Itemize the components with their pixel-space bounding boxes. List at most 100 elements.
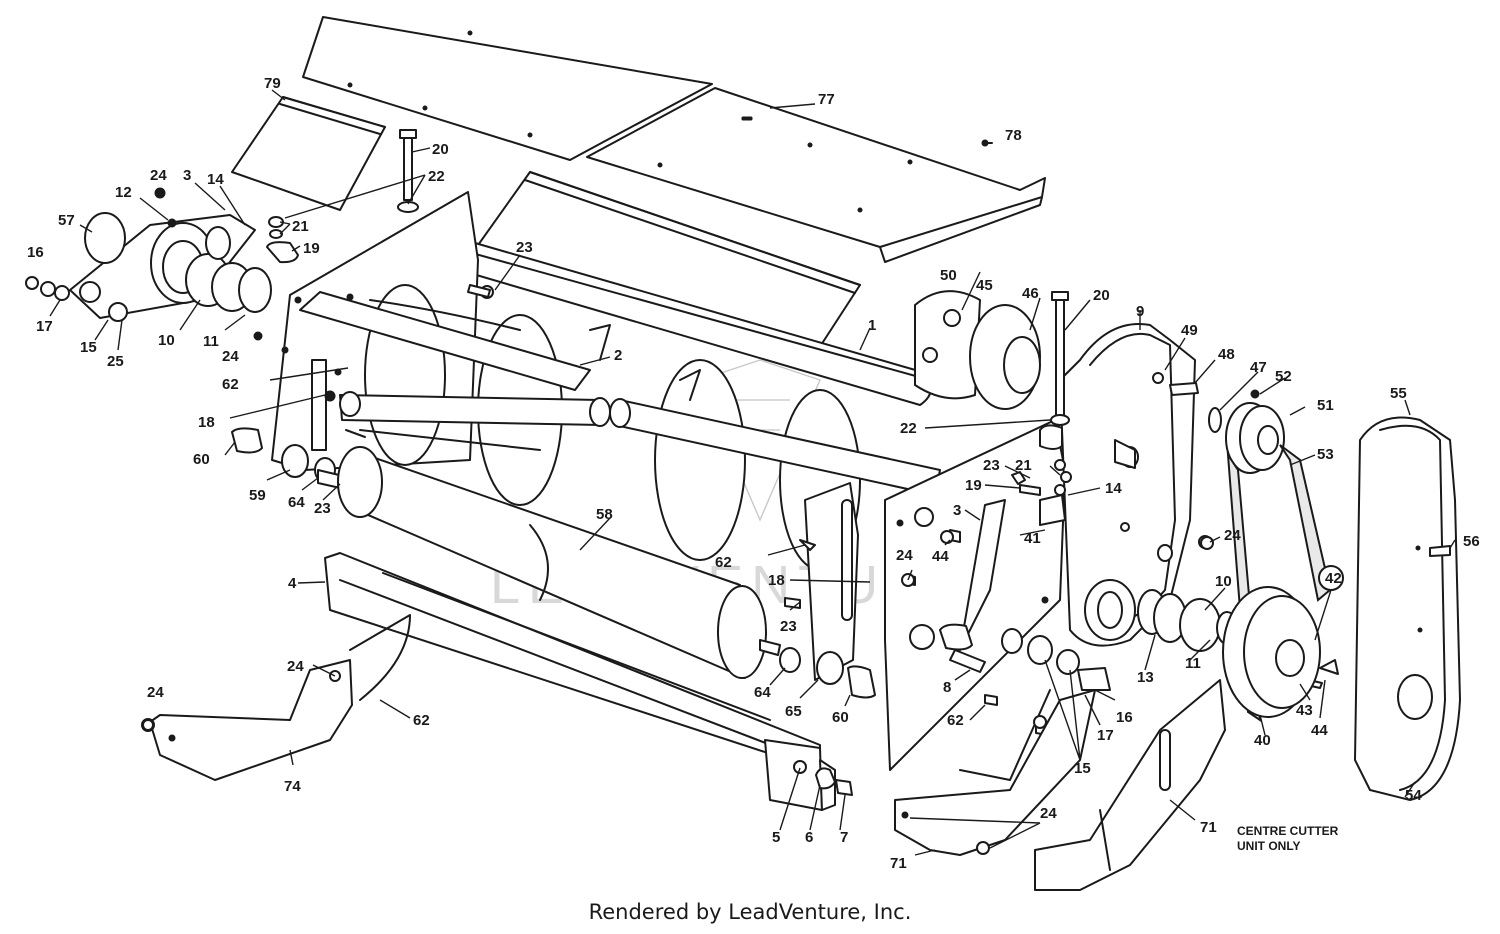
callout-47: 47 xyxy=(1250,359,1267,376)
callout-77: 77 xyxy=(818,91,835,108)
callout-60: 60 xyxy=(193,451,210,468)
callout-13: 13 xyxy=(1137,669,1154,686)
callout-45: 45 xyxy=(976,277,993,294)
callout-24b: 24 xyxy=(222,348,239,365)
sprocket-51 xyxy=(1225,402,1285,474)
callout-60b: 60 xyxy=(832,709,849,726)
callout-54: 54 xyxy=(1405,787,1422,804)
callout-16: 16 xyxy=(27,244,44,261)
callout-53: 53 xyxy=(1317,446,1334,463)
callout-22b: 22 xyxy=(900,420,917,437)
bedknife-bar-4 xyxy=(324,552,853,811)
callout-24g: 24 xyxy=(147,684,164,701)
callout-59: 59 xyxy=(249,487,266,504)
callout-23d: 23 xyxy=(780,618,797,635)
right-side-bracket xyxy=(804,482,859,681)
right-side-plate xyxy=(884,419,1066,771)
callout-49: 49 xyxy=(1181,322,1198,339)
parts xyxy=(25,16,1461,891)
callout-18: 18 xyxy=(198,414,215,431)
callout-16b: 16 xyxy=(1116,709,1133,726)
callout-7: 7 xyxy=(840,829,848,846)
callout-51: 51 xyxy=(1317,397,1334,414)
bolt-20-right xyxy=(1039,291,1072,526)
callout-62c: 62 xyxy=(947,712,964,729)
skid-74 xyxy=(141,614,411,781)
lower-right-fittings xyxy=(779,623,1111,699)
callout-9: 9 xyxy=(1136,303,1144,320)
belt-cover-54-55 xyxy=(1354,416,1461,801)
drive-hub-45-46 xyxy=(914,290,1041,410)
small-nuts xyxy=(142,284,1214,855)
callout-10: 10 xyxy=(158,332,175,349)
callout-23: 23 xyxy=(516,239,533,256)
callout-17b: 17 xyxy=(1097,727,1114,744)
callout-24: 24 xyxy=(150,167,167,184)
callout-25: 25 xyxy=(107,353,124,370)
callout-6: 6 xyxy=(805,829,813,846)
callout-21b: 21 xyxy=(1015,457,1032,474)
callout-62b: 62 xyxy=(715,554,732,571)
left-lower-fittings xyxy=(231,359,366,493)
callout-24h: 24 xyxy=(1040,805,1057,822)
callout-11b: 11 xyxy=(1185,655,1201,672)
callout-46: 46 xyxy=(1022,285,1039,302)
callout-12: 12 xyxy=(115,184,132,201)
callout-1: 1 xyxy=(868,317,876,334)
callout-79: 79 xyxy=(264,75,281,92)
callout-17: 17 xyxy=(36,318,53,335)
deflector-plate-79 xyxy=(231,96,386,211)
callout-22: 22 xyxy=(428,168,445,185)
pulley-40 xyxy=(1222,586,1321,718)
callout-labels: 79 77 78 20 22 21 19 24 12 3 14 57 16 17… xyxy=(27,75,1480,872)
callout-58: 58 xyxy=(596,506,613,523)
callout-43: 43 xyxy=(1296,702,1313,719)
callout-74: 74 xyxy=(284,778,301,795)
chain-case-9 xyxy=(1059,323,1196,647)
callout-14: 14 xyxy=(207,171,224,188)
callout-57: 57 xyxy=(58,212,75,229)
callout-21: 21 xyxy=(292,218,309,235)
callout-19b: 19 xyxy=(965,477,982,494)
callout-44b: 44 xyxy=(1311,722,1328,739)
callout-2: 2 xyxy=(614,347,622,364)
callout-64b: 64 xyxy=(754,684,771,701)
callout-40: 40 xyxy=(1254,732,1271,749)
callout-56: 56 xyxy=(1463,533,1480,550)
callout-65: 65 xyxy=(785,703,802,720)
callout-15b: 15 xyxy=(1074,760,1091,777)
callout-18b: 18 xyxy=(768,572,785,589)
callout-8: 8 xyxy=(943,679,951,696)
callout-19: 19 xyxy=(303,240,320,257)
callout-20: 20 xyxy=(432,141,449,158)
top-cover-plate xyxy=(302,16,713,161)
callout-55: 55 xyxy=(1390,385,1407,402)
callout-78: 78 xyxy=(1005,127,1022,144)
callout-52: 52 xyxy=(1275,368,1292,385)
callout-24d: 24 xyxy=(1224,527,1241,544)
reel-shaft xyxy=(299,291,941,496)
callout-24c: 24 xyxy=(896,547,913,564)
callout-15: 15 xyxy=(80,339,97,356)
callout-44: 44 xyxy=(932,548,949,565)
callout-3b: 3 xyxy=(953,502,961,519)
callout-42: 42 xyxy=(1325,570,1342,587)
callout-5: 5 xyxy=(772,829,780,846)
callout-4: 4 xyxy=(288,575,297,592)
callout-71: 71 xyxy=(890,855,907,872)
cover-plate-77 xyxy=(586,87,1046,263)
callout-71b: 71 xyxy=(1200,819,1217,836)
callout-24f: 24 xyxy=(287,658,304,675)
callout-14b: 14 xyxy=(1105,480,1122,497)
centre-cutter-note-line2: UNIT ONLY xyxy=(1237,839,1301,853)
callout-62: 62 xyxy=(222,376,239,393)
skid-71-right xyxy=(1034,679,1226,891)
left-bearing-housing xyxy=(25,187,272,341)
bolt-20 xyxy=(266,129,419,264)
callout-64: 64 xyxy=(288,494,305,511)
callout-23c: 23 xyxy=(983,457,1000,474)
credit-line: Rendered by LeadVenture, Inc. xyxy=(588,900,912,924)
callout-20b: 20 xyxy=(1093,287,1110,304)
callout-48: 48 xyxy=(1218,346,1235,363)
centre-cutter-note-line1: CENTRE CUTTER xyxy=(1237,824,1339,838)
